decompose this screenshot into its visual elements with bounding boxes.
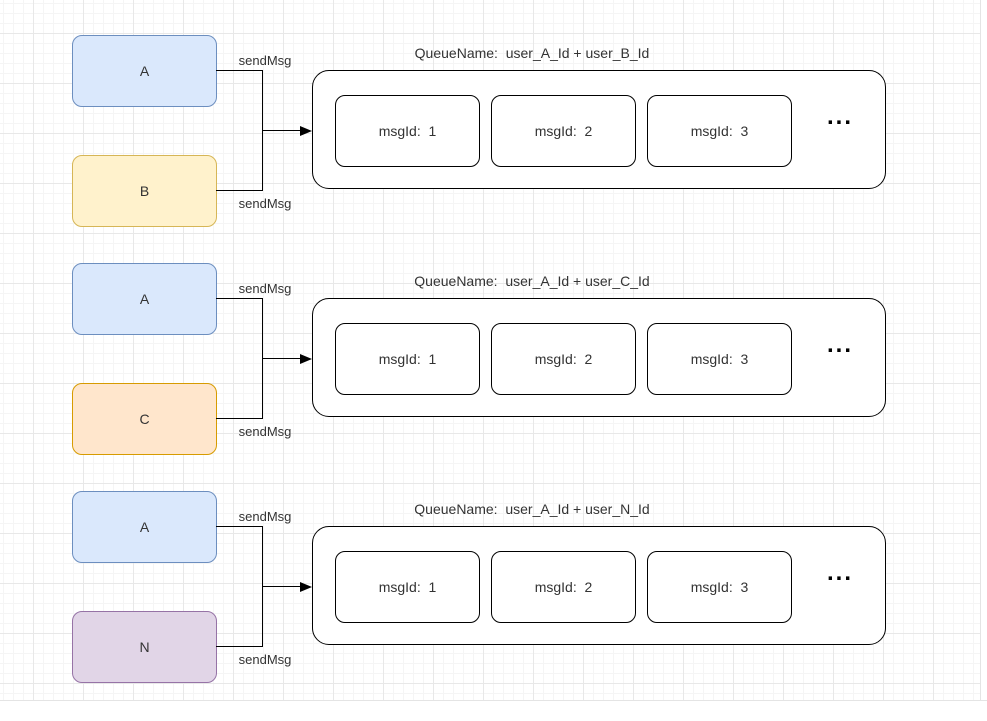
message-box-label: msgId: 3 <box>690 123 749 139</box>
message-box[interactable]: msgId: 3 <box>647 95 792 167</box>
page-edge-bottom <box>0 700 987 713</box>
message-box-label: msgId: 1 <box>378 123 437 139</box>
connector-line[interactable] <box>216 298 263 299</box>
message-box[interactable]: msgId: 3 <box>647 551 792 623</box>
queue-title: QueueName: user_A_Id + user_C_Id <box>414 273 650 289</box>
queue-title: QueueName: user_A_Id + user_B_Id <box>414 45 650 61</box>
sender-node-n[interactable]: N <box>72 611 217 683</box>
sender-node-b[interactable]: B <box>72 155 217 227</box>
sender-node-label: C <box>139 411 150 427</box>
send-msg-label: sendMsg <box>238 196 292 211</box>
sender-node-a[interactable]: A <box>72 263 217 335</box>
message-flow-group-ab: A B sendMsg sendMsg QueueName: user_A_Id… <box>0 35 987 265</box>
sender-node-a[interactable]: A <box>72 491 217 563</box>
message-flow-group-ac: A C sendMsg sendMsg QueueName: user_A_Id… <box>0 263 987 493</box>
sender-node-label: B <box>139 183 150 199</box>
connector-line[interactable] <box>262 130 302 131</box>
connector-line[interactable] <box>262 358 302 359</box>
sender-node-label: N <box>139 639 150 655</box>
send-msg-label: sendMsg <box>238 53 292 68</box>
connector-line[interactable] <box>216 526 263 527</box>
sender-node-label: A <box>139 291 150 307</box>
message-box-label: msgId: 2 <box>534 351 593 367</box>
message-box[interactable]: msgId: 1 <box>335 323 480 395</box>
message-box[interactable]: msgId: 2 <box>491 551 636 623</box>
connector-line[interactable] <box>216 646 263 647</box>
message-box-label: msgId: 2 <box>534 579 593 595</box>
connector-line[interactable] <box>216 418 263 419</box>
sender-node-a[interactable]: A <box>72 35 217 107</box>
sender-node-c[interactable]: C <box>72 383 217 455</box>
message-box-label: msgId: 1 <box>378 579 437 595</box>
send-msg-label: sendMsg <box>238 652 292 667</box>
send-msg-label: sendMsg <box>238 424 292 439</box>
message-box-label: msgId: 3 <box>690 579 749 595</box>
message-box[interactable]: msgId: 1 <box>335 551 480 623</box>
message-flow-group-an: A N sendMsg sendMsg QueueName: user_A_Id… <box>0 491 987 721</box>
page-edge-right <box>980 0 987 713</box>
message-box-label: msgId: 1 <box>378 351 437 367</box>
sender-node-label: A <box>139 519 150 535</box>
more-messages-ellipsis: ... <box>826 331 853 358</box>
message-box[interactable]: msgId: 1 <box>335 95 480 167</box>
sender-node-label: A <box>139 63 150 79</box>
send-msg-label: sendMsg <box>238 281 292 296</box>
send-msg-label: sendMsg <box>238 509 292 524</box>
more-messages-ellipsis: ... <box>826 103 853 130</box>
more-messages-ellipsis: ... <box>826 559 853 586</box>
arrowhead-icon <box>300 354 312 364</box>
connector-line[interactable] <box>216 190 263 191</box>
connector-line[interactable] <box>262 586 302 587</box>
message-box-label: msgId: 3 <box>690 351 749 367</box>
connector-line[interactable] <box>216 70 263 71</box>
queue-title: QueueName: user_A_Id + user_N_Id <box>414 501 650 517</box>
message-box[interactable]: msgId: 2 <box>491 95 636 167</box>
arrowhead-icon <box>300 582 312 592</box>
arrowhead-icon <box>300 126 312 136</box>
message-box[interactable]: msgId: 2 <box>491 323 636 395</box>
message-box[interactable]: msgId: 3 <box>647 323 792 395</box>
message-box-label: msgId: 2 <box>534 123 593 139</box>
